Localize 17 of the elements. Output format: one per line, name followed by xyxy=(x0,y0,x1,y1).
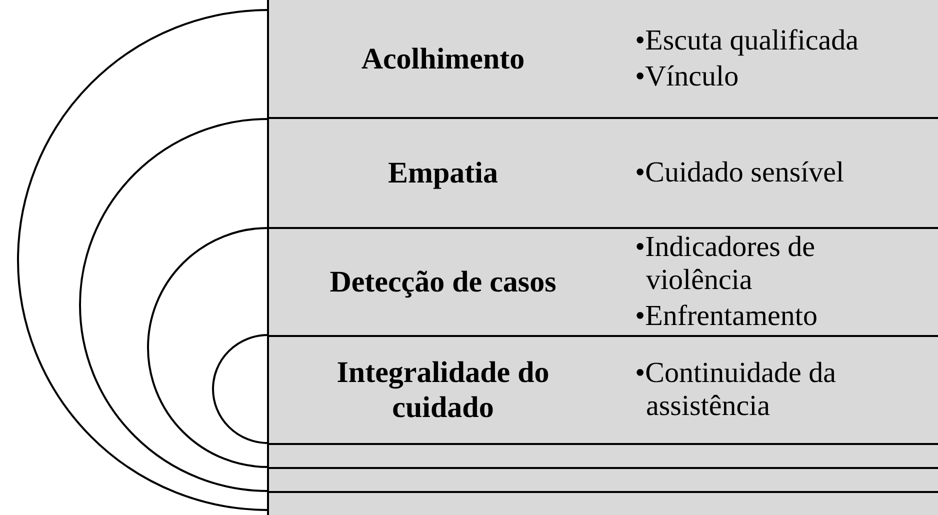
category-band xyxy=(268,0,938,117)
empty-band xyxy=(268,491,938,515)
bullet-item: •Escuta qualificada xyxy=(635,24,860,57)
bullet-item: •Continuidade da assistência xyxy=(635,357,838,423)
category-band xyxy=(268,335,938,443)
category-title: Empatia xyxy=(386,156,499,190)
bullet-item: •Indicadores de violência xyxy=(635,231,816,297)
bullet-item: •Enfrentamento xyxy=(635,300,818,333)
category-title: Detecção de casos xyxy=(328,264,558,300)
empty-band xyxy=(268,443,938,467)
category-band xyxy=(268,117,938,227)
category-title: Acolhimento xyxy=(360,41,526,76)
empty-band xyxy=(268,467,938,491)
category-band xyxy=(268,227,938,335)
bullet-item: •Cuidado sensível xyxy=(635,156,846,190)
bullet-item: •Vínculo xyxy=(635,60,740,93)
category-title: Integralidade do cuidado xyxy=(336,355,550,425)
